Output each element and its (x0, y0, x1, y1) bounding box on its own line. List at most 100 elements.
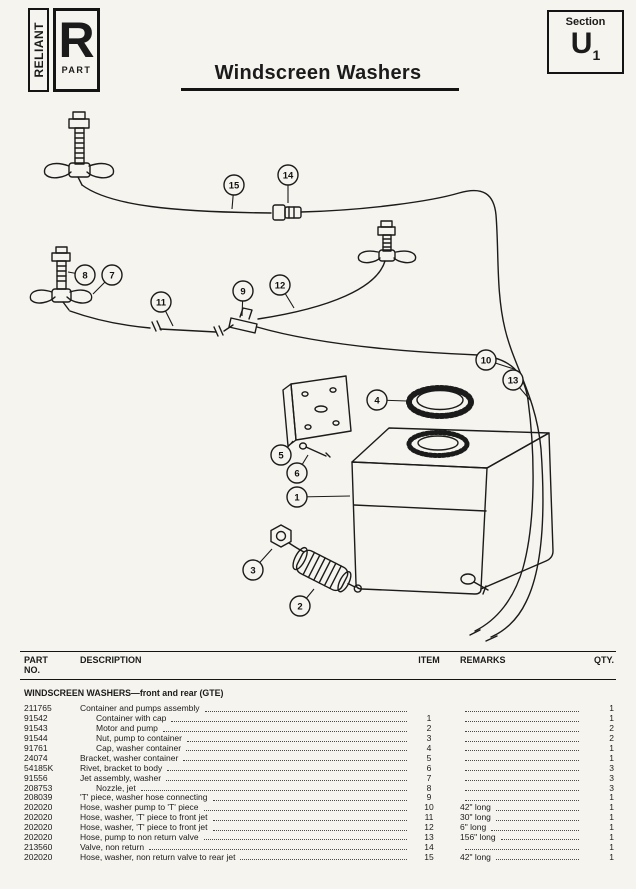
quantity: 2 (609, 733, 614, 744)
remarks-cell: 30" long (446, 813, 584, 823)
col-header-no: NO. (24, 665, 41, 675)
part-number: 208039 (24, 792, 53, 803)
remarks-cell: 42" long (446, 803, 584, 813)
svg-text:10: 10 (481, 355, 492, 366)
description-cell: Cap, washer container (76, 743, 412, 754)
remarks-cell: 42" long (446, 852, 584, 863)
item-number: 6 (426, 762, 432, 773)
description-cell: Nozzle, jet (76, 783, 412, 794)
hose-long-right (300, 189, 544, 638)
item-number: 11 (424, 812, 434, 823)
table-row: 91761 Cap, washer container 4 1 (20, 742, 616, 754)
page-title: Windscreen Washers (214, 62, 422, 84)
svg-text:8: 8 (82, 270, 87, 281)
quantity: 2 (609, 723, 614, 734)
item-number: 9 (426, 792, 432, 803)
quantity: 1 (609, 703, 614, 714)
part-number: 202020 (24, 851, 53, 862)
part-number: 208753 (24, 782, 53, 793)
svg-text:7: 7 (109, 270, 114, 281)
remarks-cell (446, 750, 584, 753)
hose-centre-jet (257, 260, 386, 320)
t-piece-illustration (228, 307, 258, 334)
quantity: 1 (609, 831, 614, 842)
description-cell: Bracket, washer container (76, 753, 412, 764)
description-cell: Nut, pump to container (76, 734, 412, 744)
remarks-cell: 156" long (446, 832, 584, 843)
front-jet-centre-illustration (357, 220, 417, 264)
part-number: 91542 (24, 713, 48, 724)
callout-14: 14 (277, 164, 299, 203)
rivet-illustration (298, 442, 331, 458)
svg-text:14: 14 (283, 170, 294, 181)
logo-letter-r: R (58, 12, 95, 68)
callout-15: 15 (223, 174, 245, 210)
part-number: 91543 (24, 723, 48, 734)
description-cell: Container with cap (76, 714, 412, 724)
svg-text:5: 5 (278, 450, 284, 461)
svg-text:3: 3 (250, 565, 255, 576)
item-number: 14 (424, 841, 434, 852)
part-number: 202020 (24, 802, 53, 813)
section-letter: U (570, 27, 593, 60)
svg-text:13: 13 (508, 375, 519, 386)
remarks-cell (446, 760, 584, 763)
part-number: 202020 (24, 831, 53, 842)
hose-rear-jet (81, 184, 272, 214)
description-cell: Valve, non return (76, 842, 412, 853)
svg-text:9: 9 (240, 286, 245, 297)
callout-1: 1 (286, 486, 351, 508)
cap-illustration (406, 385, 474, 419)
item-number: 10 (424, 802, 434, 813)
remarks-cell (446, 730, 584, 734)
svg-text:12: 12 (275, 280, 286, 291)
svg-text:11: 11 (156, 297, 167, 308)
callout-9: 9 (232, 280, 254, 317)
svg-text:1: 1 (294, 492, 300, 503)
nut-illustration (270, 524, 305, 553)
description-cell: Container and pumps assembly (76, 704, 412, 714)
quantity: 1 (609, 802, 614, 813)
quantity: 1 (609, 713, 614, 724)
quantity: 3 (609, 782, 614, 793)
svg-text:15: 15 (229, 180, 240, 191)
part-number: 213560 (24, 841, 53, 852)
quantity: 1 (609, 851, 614, 862)
description-cell: Hose, washer, 'T' piece to front jet (76, 813, 412, 823)
col-header-description: DESCRIPTION (80, 655, 142, 665)
item-number: 12 (424, 822, 434, 833)
item-number: 4 (426, 742, 432, 753)
part-number: 91556 (24, 772, 48, 783)
table-section-title: WINDSCREEN WASHERS—front and rear (GTE) (24, 688, 224, 698)
hose-left-jet (69, 310, 151, 329)
callout-12: 12 (269, 274, 295, 309)
item-number: 15 (424, 851, 434, 862)
description-cell: Hose, pump to non return valve (76, 832, 412, 843)
callout-7: 7 (92, 264, 123, 295)
part-number: 91761 (24, 742, 48, 753)
pump-illustration (292, 546, 362, 593)
hose-t-to-pump (256, 326, 534, 632)
bracket-illustration (282, 375, 352, 447)
item-number: 2 (426, 723, 432, 734)
col-header-part: PART (24, 655, 48, 665)
col-header-part-no: PART NO. (20, 655, 76, 675)
quantity: 1 (609, 742, 614, 753)
callout-6: 6 (286, 454, 309, 484)
callout-13: 13 (502, 369, 532, 402)
col-header-qty: QTY. (593, 655, 614, 665)
description-cell: Hose, washer pump to 'T' piece (76, 803, 412, 813)
